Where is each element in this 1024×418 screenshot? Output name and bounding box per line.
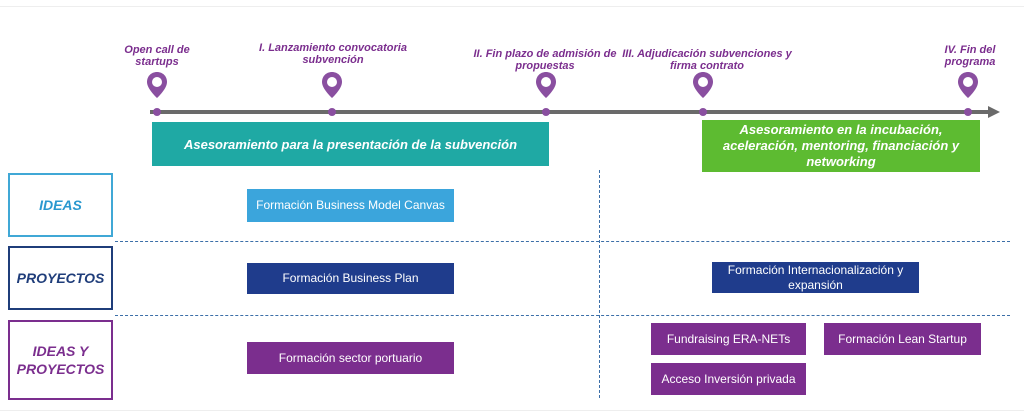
- milestone-label-lanzamiento: I. Lanzamiento convocatoria subvención: [259, 42, 407, 66]
- box-fundraising: Fundraising ERA-NETs: [651, 323, 806, 355]
- milestone-label-adjudicacion: III. Adjudicación subvenciones y firma c…: [622, 48, 792, 72]
- bottom-border: [0, 410, 1024, 411]
- row-label-text: PROYECTOS: [16, 361, 105, 377]
- banner-asesoramiento-subvencion: Asesoramiento para la presentación de la…: [152, 122, 549, 166]
- row-label-text: PROYECTOS: [16, 270, 105, 286]
- timeline-dot: [328, 108, 336, 116]
- banner-asesoramiento-incubacion: Asesoramiento en la incubación, acelerac…: [702, 120, 980, 172]
- map-pin-icon: [957, 71, 979, 105]
- timeline-dot: [699, 108, 707, 116]
- timeline-dot: [153, 108, 161, 116]
- box-business-plan: Formación Business Plan: [247, 263, 454, 294]
- box-sector-portuario: Formación sector portuario: [247, 342, 454, 374]
- box-internacionalizacion: Formación Internacionalización y expansi…: [712, 262, 919, 293]
- timeline-dot: [542, 108, 550, 116]
- row-label-text: IDEAS: [39, 197, 82, 213]
- timeline-dot: [964, 108, 972, 116]
- timeline-axis: [150, 110, 990, 114]
- top-border: [0, 6, 1024, 7]
- box-business-model-canvas: Formación Business Model Canvas: [247, 189, 454, 222]
- map-pin-icon: [692, 71, 714, 105]
- row-label-proyectos: PROYECTOS: [8, 246, 113, 310]
- milestone-label-fin-programa: IV. Fin del programa: [944, 44, 996, 68]
- map-pin-icon: [535, 71, 557, 105]
- map-pin-icon: [146, 71, 168, 105]
- row-separator: [115, 315, 1010, 316]
- milestone-label-fin-plazo: II. Fin plazo de admisión de propuestas: [473, 48, 617, 72]
- row-label-text: IDEAS Y: [32, 343, 89, 359]
- box-lean-startup: Formación Lean Startup: [824, 323, 981, 355]
- milestone-label-open-call: Open call de startups: [124, 44, 190, 68]
- map-pin-icon: [321, 71, 343, 105]
- phase-separator: [599, 170, 600, 398]
- row-label-ideas: IDEAS: [8, 173, 113, 237]
- box-acceso-inversion: Acceso Inversión privada: [651, 363, 806, 395]
- arrow-right-icon: [988, 106, 1000, 118]
- row-label-ideas-y-proyectos: IDEAS Y PROYECTOS: [8, 320, 113, 400]
- row-separator: [115, 241, 1010, 242]
